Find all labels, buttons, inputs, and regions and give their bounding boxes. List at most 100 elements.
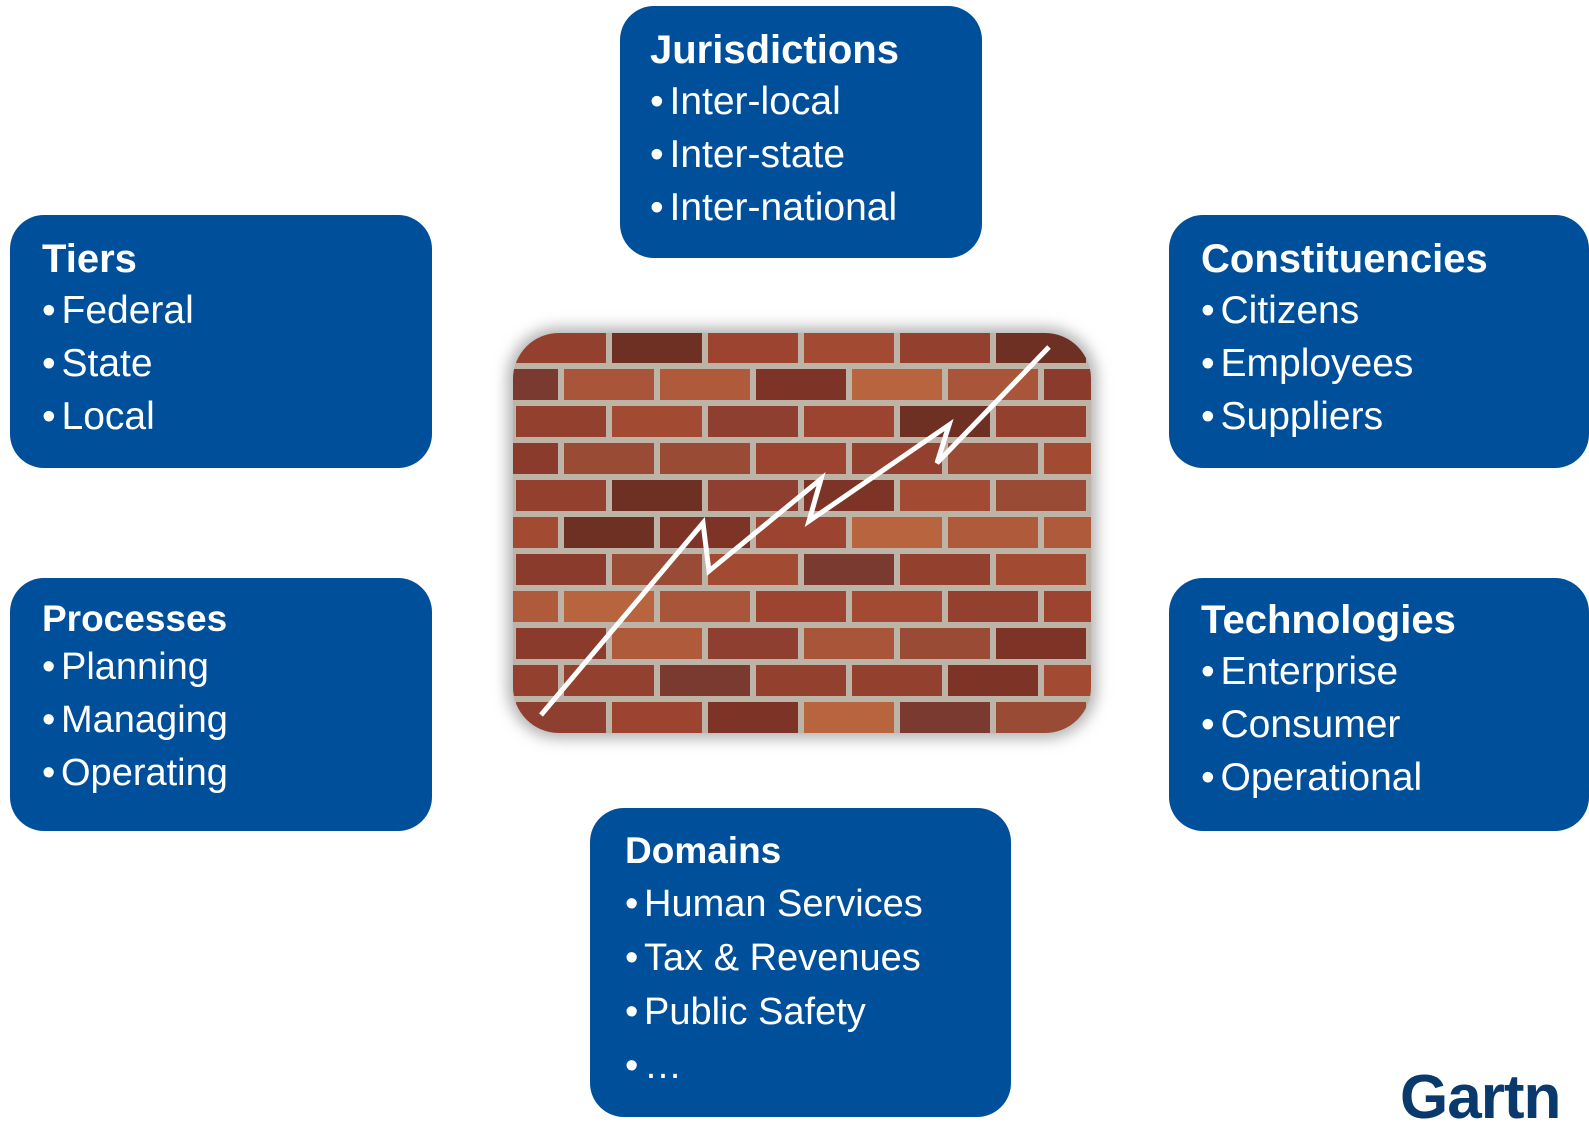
jurisdictions-title: Jurisdictions xyxy=(650,28,899,72)
bullet-icon: • xyxy=(625,883,639,926)
technologies-box: Technologies •Enterprise •Consumer •Oper… xyxy=(1169,578,1589,831)
domains-box: Domains •Human Services •Tax & Revenues … xyxy=(590,808,1011,1117)
brick xyxy=(948,443,1038,474)
brick xyxy=(900,702,990,733)
bullet-icon: • xyxy=(1201,394,1215,438)
gartner-logo: Gartn xyxy=(1400,1063,1561,1132)
brick xyxy=(1044,369,1091,400)
bullet-icon: • xyxy=(650,185,664,229)
list-item: •Managing xyxy=(42,694,432,747)
technologies-title: Technologies xyxy=(1201,598,1456,642)
bullet-icon: • xyxy=(42,341,56,385)
bullet-icon: • xyxy=(650,132,664,176)
brick xyxy=(516,333,606,363)
domains-title: Domains xyxy=(625,830,782,871)
jurisdictions-list: •Inter-local •Inter-state •Inter-nationa… xyxy=(650,75,982,234)
brick xyxy=(996,628,1086,659)
bullet-icon: • xyxy=(625,937,639,980)
list-item: •Inter-state xyxy=(650,128,982,181)
processes-box: Processes •Planning •Managing •Operating xyxy=(10,578,432,831)
brick xyxy=(516,406,606,437)
list-item: •Inter-local xyxy=(650,75,982,128)
tiers-title: Tiers xyxy=(42,237,137,281)
bullet-icon: • xyxy=(650,79,664,123)
bullet-icon: • xyxy=(625,991,639,1034)
bullet-icon: • xyxy=(42,646,56,689)
brick xyxy=(804,333,894,363)
list-item: •Inter-national xyxy=(650,181,982,234)
bullet-icon: • xyxy=(42,288,56,332)
constituencies-list: •Citizens •Employees •Suppliers xyxy=(1201,284,1589,443)
brick xyxy=(996,702,1086,733)
processes-list: •Planning •Managing •Operating xyxy=(42,641,432,800)
brick xyxy=(612,628,702,659)
brick xyxy=(660,665,750,696)
technologies-list: •Enterprise •Consumer •Operational xyxy=(1201,645,1589,804)
brick xyxy=(612,333,702,363)
brick xyxy=(513,443,558,474)
domains-list: •Human Services •Tax & Revenues •Public … xyxy=(625,877,1011,1093)
list-item: •Federal xyxy=(42,284,432,337)
brick xyxy=(900,554,990,585)
brick xyxy=(900,480,990,511)
brick xyxy=(516,554,606,585)
brick xyxy=(852,591,942,622)
brick xyxy=(756,665,846,696)
brick xyxy=(1044,591,1091,622)
brick xyxy=(564,369,654,400)
list-item: •Citizens xyxy=(1201,284,1589,337)
brick xyxy=(804,406,894,437)
brick xyxy=(708,333,798,363)
brick xyxy=(804,702,894,733)
list-item: •Consumer xyxy=(1201,698,1589,751)
brick xyxy=(1044,517,1091,548)
brick-wall-image xyxy=(513,333,1091,733)
brick xyxy=(756,443,846,474)
list-item: •Public Safety xyxy=(625,985,1011,1039)
brick xyxy=(516,702,606,733)
brick xyxy=(852,517,942,548)
brick-wall-illustration xyxy=(513,333,1091,733)
list-item: •Operational xyxy=(1201,751,1589,804)
bullet-icon: • xyxy=(1201,702,1215,746)
constituencies-box: Constituencies •Citizens •Employees •Sup… xyxy=(1169,215,1589,468)
jurisdictions-box: Jurisdictions •Inter-local •Inter-state … xyxy=(620,6,982,258)
zigzag-arrow-line xyxy=(539,345,1051,717)
brick xyxy=(564,443,654,474)
list-item: •Operating xyxy=(42,747,432,800)
list-item: •Human Services xyxy=(625,877,1011,931)
processes-title: Processes xyxy=(42,598,228,639)
brick xyxy=(756,591,846,622)
bullet-icon: • xyxy=(1201,649,1215,693)
brick xyxy=(996,554,1086,585)
constituencies-title: Constituencies xyxy=(1201,237,1488,281)
tiers-list: •Federal •State •Local xyxy=(42,284,432,443)
bullet-icon: • xyxy=(625,1045,639,1088)
bullet-icon: • xyxy=(1201,755,1215,799)
bullet-icon: • xyxy=(42,752,56,795)
brick xyxy=(756,369,846,400)
list-item: •Local xyxy=(42,390,432,443)
brick xyxy=(513,517,558,548)
list-item: •Suppliers xyxy=(1201,390,1589,443)
brick xyxy=(900,333,990,363)
brick xyxy=(804,628,894,659)
bricks-group xyxy=(513,333,1091,733)
brick xyxy=(1044,443,1091,474)
brick xyxy=(948,517,1038,548)
brick xyxy=(996,406,1086,437)
brick xyxy=(708,406,798,437)
brick xyxy=(660,443,750,474)
list-item: •State xyxy=(42,337,432,390)
brick xyxy=(516,480,606,511)
list-item: •… xyxy=(625,1039,1011,1093)
brick xyxy=(900,628,990,659)
brick xyxy=(513,591,558,622)
brick xyxy=(948,665,1038,696)
brick xyxy=(948,591,1038,622)
list-item: •Tax & Revenues xyxy=(625,931,1011,985)
brick xyxy=(852,665,942,696)
brick xyxy=(513,369,558,400)
brick xyxy=(708,702,798,733)
brick xyxy=(804,554,894,585)
